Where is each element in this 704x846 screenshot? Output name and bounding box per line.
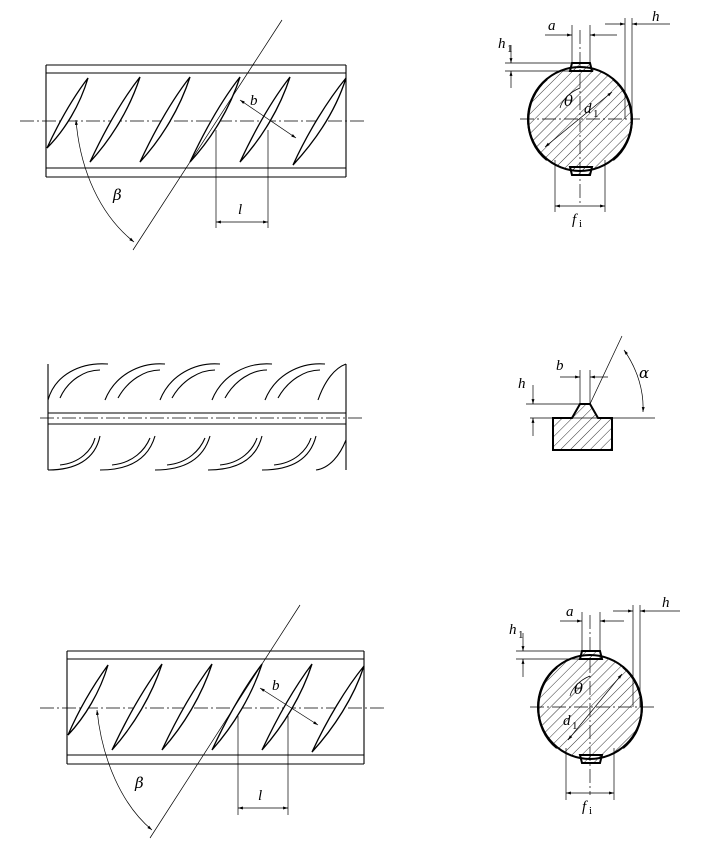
b-label: b	[272, 678, 280, 694]
top-bar-elevation: β l b	[20, 19, 365, 251]
crescent-ribs-bottom	[47, 435, 347, 471]
flank-extension	[589, 335, 623, 405]
rib	[139, 76, 191, 163]
b-dimension-line	[239, 99, 297, 139]
h1-label: h	[509, 622, 517, 638]
fi-label: f	[582, 799, 588, 815]
rib	[99, 435, 156, 471]
bottom-cross-section: a h h 1 θ d 1 f i	[509, 595, 680, 817]
longitudinal-rib-top	[568, 62, 594, 72]
rib	[261, 663, 313, 751]
alpha-arc	[623, 349, 645, 413]
rib	[47, 435, 101, 471]
rib	[292, 77, 347, 166]
transverse-rib-right	[612, 78, 633, 161]
middle-rib-profile: α b h	[518, 335, 655, 451]
crescent-ribs-top	[47, 363, 347, 401]
h-label: h	[518, 376, 526, 392]
bottom-bar-elevation: β l b	[40, 604, 385, 839]
rib	[239, 76, 291, 163]
transverse-rib-left	[537, 666, 558, 749]
d1-label: d	[584, 101, 592, 117]
b-label: b	[556, 358, 564, 374]
rib	[117, 369, 161, 399]
theta-label: θ	[564, 92, 573, 110]
fi-subscript: i	[579, 218, 582, 230]
h1-subscript: 1	[518, 629, 524, 641]
l-label: l	[258, 788, 262, 804]
rib	[207, 435, 263, 471]
fi-subscript: i	[589, 805, 592, 817]
d1-dim-line	[567, 673, 623, 741]
theta-label: θ	[574, 680, 583, 698]
rib-profile	[552, 403, 613, 451]
beta-label: β	[134, 774, 144, 792]
rib	[171, 369, 216, 399]
b-label: b	[250, 93, 258, 109]
longitudinal-rib-bottom	[578, 754, 604, 764]
h1-subscript: 1	[507, 43, 513, 55]
b-dimension-line	[259, 687, 319, 726]
rib	[67, 664, 109, 736]
rib	[59, 369, 101, 399]
rib	[161, 663, 213, 751]
d1-dim-line	[544, 91, 613, 148]
rib	[159, 363, 221, 401]
alpha-label: α	[639, 364, 649, 382]
d1-subscript: 1	[593, 108, 599, 120]
rib	[273, 437, 312, 466]
h1-label: h	[498, 36, 506, 52]
rib	[211, 663, 263, 751]
d1-subscript: 1	[572, 720, 578, 732]
rib	[89, 76, 141, 163]
longitudinal-rib-bottom	[568, 166, 594, 176]
transverse-rib-left	[527, 78, 548, 161]
rib	[261, 435, 317, 471]
rib	[111, 663, 163, 751]
rib	[166, 437, 206, 466]
d1-label: d	[563, 713, 571, 729]
fi-label: f	[572, 212, 578, 228]
rib	[311, 665, 365, 753]
a-label: a	[566, 604, 574, 620]
rib-angle-line	[149, 604, 301, 839]
rib	[189, 76, 241, 163]
h-label: h	[652, 9, 660, 25]
beta-arc	[96, 709, 153, 831]
rib	[111, 437, 151, 466]
rib	[154, 435, 211, 471]
rib	[315, 439, 347, 471]
l-label: l	[238, 202, 242, 218]
rib	[47, 363, 109, 401]
top-cross-section: a h h 1 θ d 1 f i	[498, 9, 670, 230]
a-label: a	[548, 18, 556, 34]
longitudinal-rib-top	[578, 650, 604, 660]
h-label: h	[662, 595, 670, 611]
middle-bar-elevation	[40, 363, 362, 471]
rib	[224, 369, 268, 399]
rib	[104, 363, 166, 401]
rib	[317, 363, 347, 401]
rib-angle-line	[132, 19, 283, 251]
rib	[277, 369, 321, 399]
rib	[211, 363, 273, 401]
beta-label: β	[112, 186, 122, 204]
transverse-rib-right	[622, 666, 643, 749]
rib	[46, 77, 89, 149]
rib	[264, 363, 326, 401]
beta-arc	[74, 119, 135, 243]
rib	[59, 437, 96, 466]
rib	[219, 437, 258, 466]
